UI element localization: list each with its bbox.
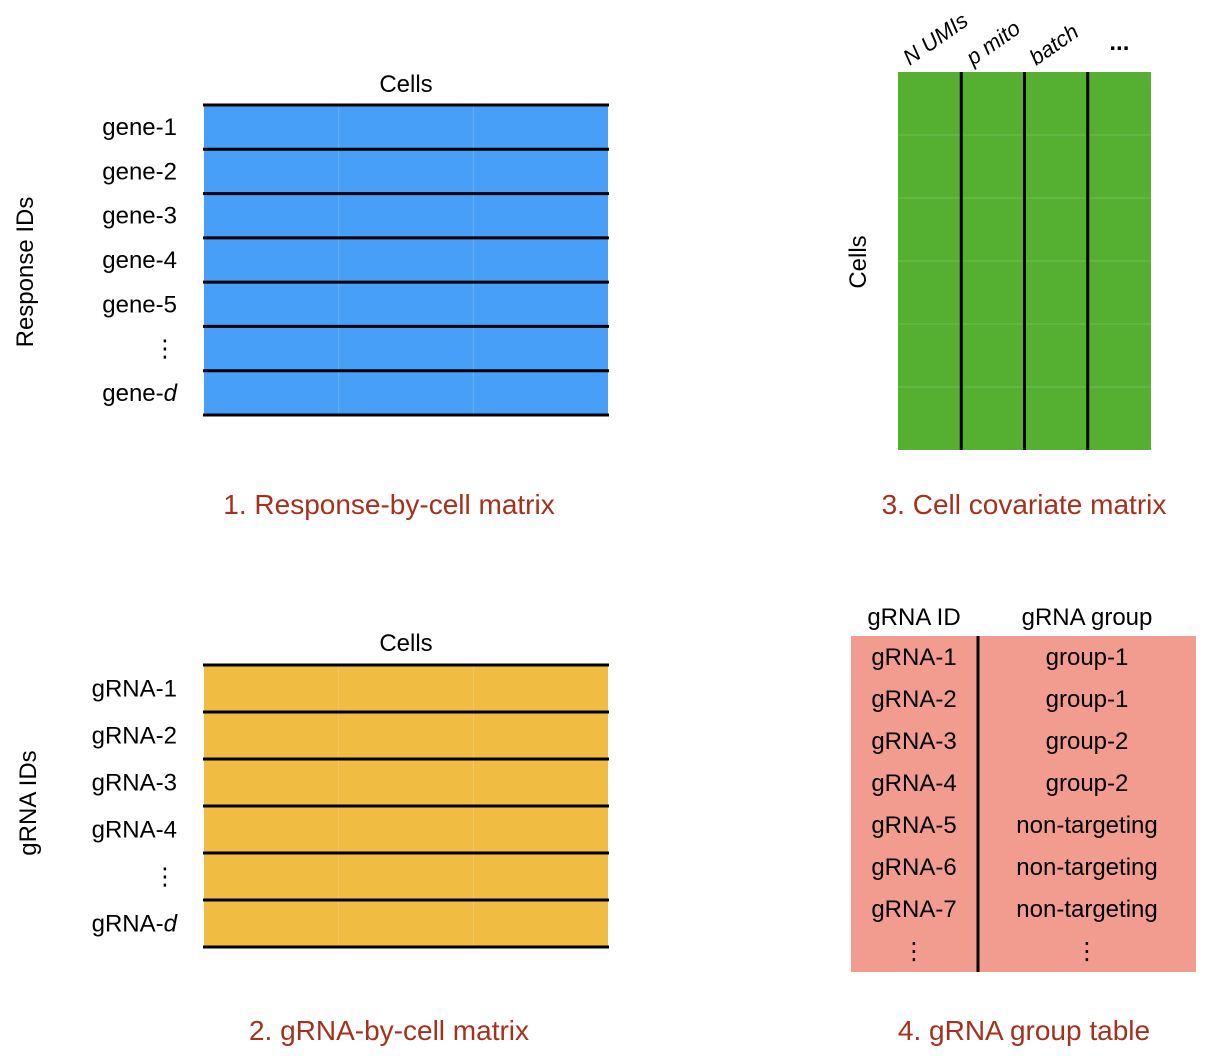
response-matrix-row-label: ⋮: [153, 336, 177, 363]
response-matrix-column-dividers: [338, 105, 474, 415]
covariate-matrix-column-header: N UMIs: [898, 8, 972, 71]
response-matrix-axis-label: Response IDs: [12, 197, 39, 348]
grna-group-table-row: ⋮⋮: [902, 938, 1099, 965]
grna-group-table-row: gRNA-2 group-1: [871, 686, 1128, 713]
grna-group-table-panel: gRNA ID gRNA group gRNA-1 group-1 gRNA-2 gr…: [851, 604, 1196, 1046]
grna-group-table-cell-group: non-targeting: [1016, 896, 1157, 923]
grna-matrix-row-lines: [203, 663, 609, 949]
grna-group-table-row: gRNA-6 non-targeting: [871, 854, 1157, 881]
grna-group-table-cell-group: group-1: [1046, 644, 1129, 671]
covariate-matrix-column-header: batch: [1025, 19, 1083, 70]
grna-matrix-axis-label: gRNA IDs: [15, 750, 42, 855]
covariate-matrix-row-label: Cells: [845, 235, 872, 288]
grna-group-table-row: gRNA-3 group-2: [871, 728, 1128, 755]
grna-group-table-cell-group: group-2: [1046, 728, 1129, 755]
grna-group-table-caption: 4. gRNA group table: [898, 1015, 1150, 1046]
grna-group-table-row: gRNA-1 group-1: [871, 644, 1128, 671]
grna-group-table-cell-group: non-targeting: [1016, 854, 1157, 881]
grna-matrix-row-label: gRNA-d: [92, 911, 178, 938]
grna-group-table-header-id: gRNA ID: [867, 604, 960, 631]
grna-matrix-row-label: gRNA-3: [92, 770, 177, 797]
grna-group-table-row: gRNA-7 non-targeting: [871, 896, 1157, 923]
grna-group-table-cell-group: group-2: [1046, 770, 1129, 797]
grna-matrix-caption: 2. gRNA-by-cell matrix: [249, 1015, 529, 1046]
response-matrix-column-label: Cells: [379, 71, 432, 98]
grna-group-table-cell-id: gRNA-6: [871, 854, 956, 881]
response-matrix-fill: [204, 105, 608, 415]
grna-matrix-row-label: gRNA-1: [92, 676, 177, 703]
grna-matrix-row-labels: gRNA-1 gRNA-2 gRNA-3 gRNA-4 ⋮ gRNA-d: [92, 676, 178, 938]
response-matrix-row-labels: gene-1 gene-2 gene-3 gene-4 gene-5 ⋮ gene-d: [102, 114, 177, 407]
grna-group-table-cell-group: non-targeting: [1016, 812, 1157, 839]
grna-matrix-row-label: ⋮: [153, 864, 177, 891]
grna-group-table-cell-id: gRNA-4: [871, 770, 956, 797]
grna-group-table-fill: [851, 636, 1196, 972]
response-matrix-caption: 1. Response-by-cell matrix: [223, 489, 554, 520]
grna-matrix-row-label: gRNA-4: [92, 817, 177, 844]
response-matrix-row-label: gene-4: [102, 247, 177, 274]
grna-group-table-header-group: gRNA group: [1022, 604, 1153, 631]
grna-group-table-row: gRNA-5 non-targeting: [871, 812, 1157, 839]
response-matrix-row-label: gene-1: [102, 114, 177, 141]
grna-group-table-cell-id: ⋮: [902, 938, 926, 965]
grna-group-table-cell-id: gRNA-1: [871, 644, 956, 671]
covariate-matrix-column-header: ...: [1109, 29, 1129, 56]
response-matrix-panel: Cells Response IDs gene-1gene-2gene-3gen…: [12, 71, 609, 520]
covariate-matrix-column-header: p mito: [961, 15, 1025, 70]
response-matrix-row-label: gene-d: [102, 380, 177, 407]
grna-group-table-cell-group: group-1: [1046, 686, 1129, 713]
response-matrix-row-label: gene-2: [102, 158, 177, 185]
covariate-matrix-column-lines: [959, 72, 1090, 450]
grna-group-table-cell-id: gRNA-7: [871, 896, 956, 923]
grna-group-table-cell-id: gRNA-3: [871, 728, 956, 755]
grna-matrix-row-label: gRNA-2: [92, 723, 177, 750]
response-matrix-row-label: gene-3: [102, 203, 177, 230]
covariate-matrix-caption: 3. Cell covariate matrix: [882, 489, 1167, 520]
grna-matrix-column-label: Cells: [379, 630, 432, 657]
grna-group-table-cell-group: ⋮: [1075, 938, 1099, 965]
grna-matrix-panel: Cells gRNA IDs gRNA-1 gRNA-2 gRNA-3 gRNA-4 ⋮…: [15, 630, 609, 1046]
response-matrix-row-lines: [203, 103, 609, 417]
grna-group-table-row: gRNA-4 group-2: [871, 770, 1128, 797]
response-matrix-row-label: gene-5: [102, 291, 177, 318]
grna-group-table-cell-id: gRNA-5: [871, 812, 956, 839]
grna-group-table-cell-id: gRNA-2: [871, 686, 956, 713]
